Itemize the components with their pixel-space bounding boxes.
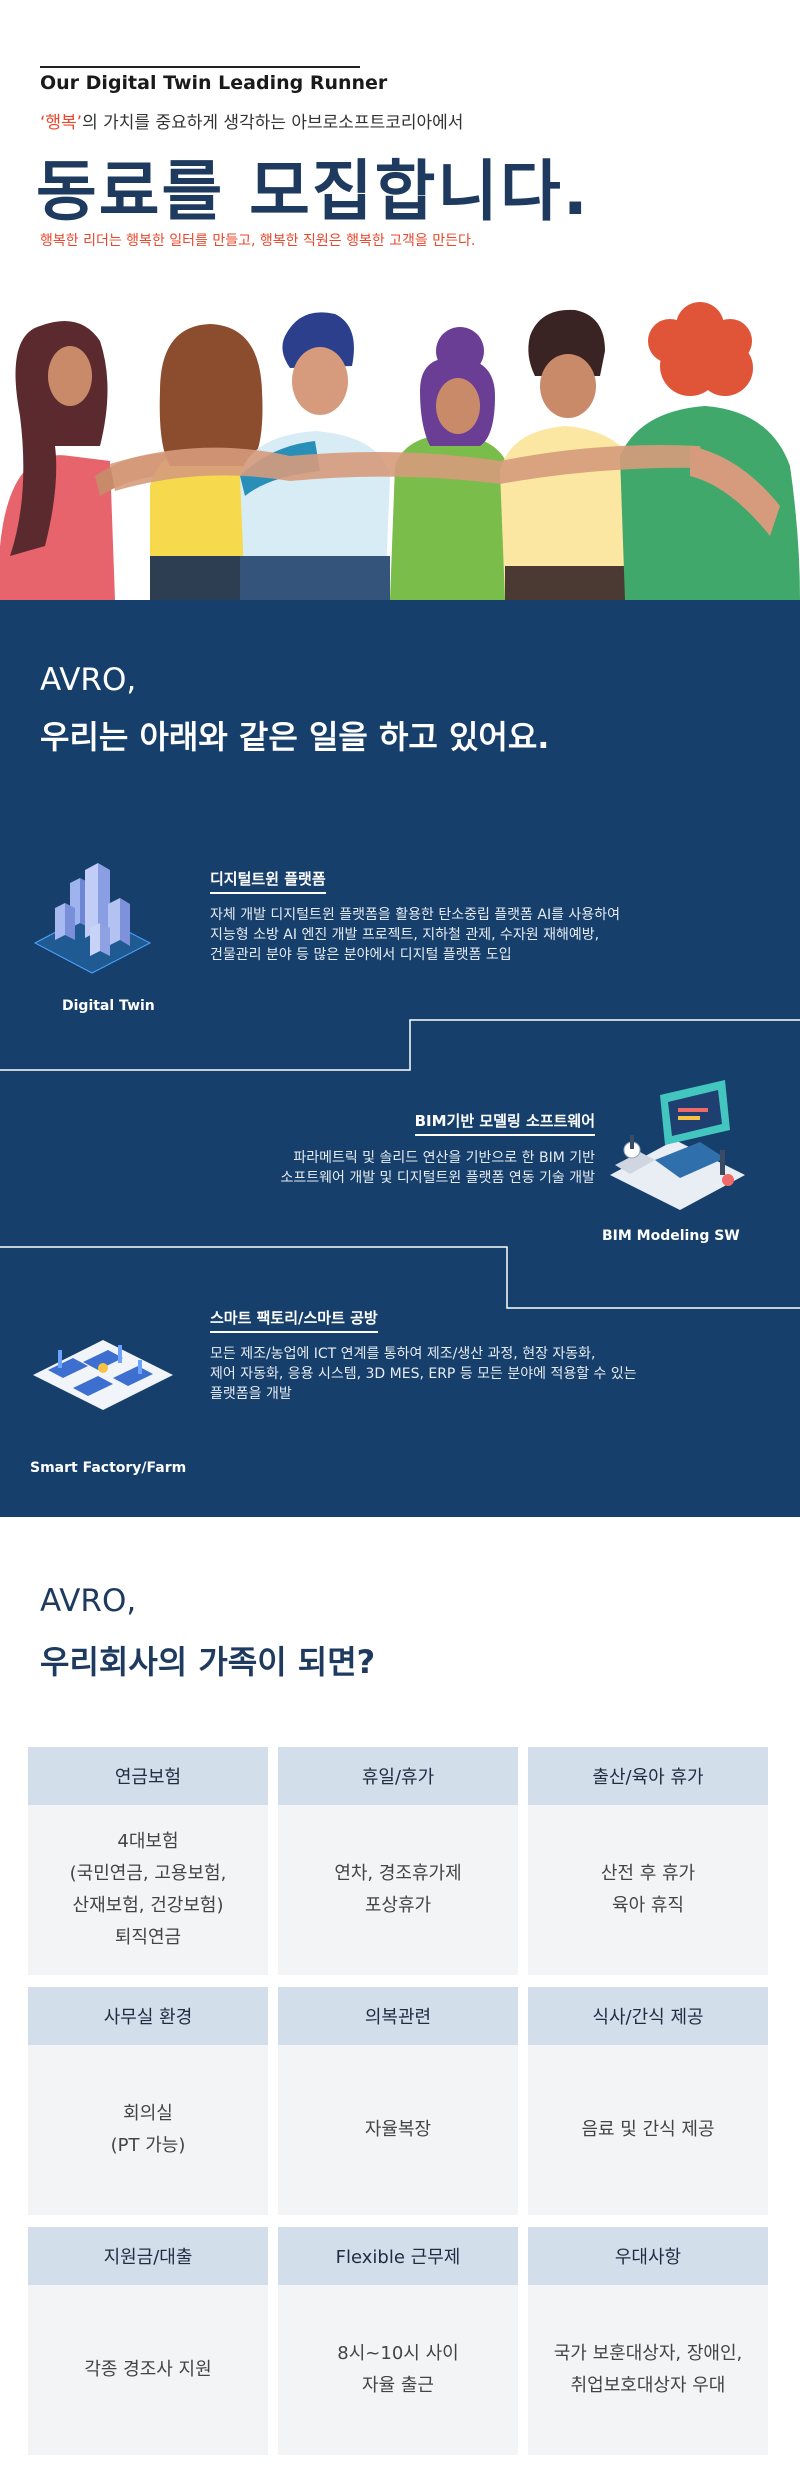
digital-twin-label: Digital Twin (62, 998, 155, 1014)
benefit-card-body: 8시~10시 사이 자율 출근 (278, 2285, 518, 2455)
benefit-card-body: 회의실 (PT 가능) (28, 2045, 268, 2215)
smart-factory-icon (33, 1340, 173, 1410)
isometric-city-icon (33, 863, 152, 974)
page-title: 동료를 모집합니다. (36, 153, 590, 230)
benefit-card-body: 4대보험 (국민연금, 고용보험, 산재보험, 건강보험) 퇴직연금 (28, 1805, 268, 1975)
benefit-card-preference: 우대사항 국가 보훈대상자, 장애인, 취업보호대상자 우대 (528, 2227, 768, 2455)
smart-factory-description: 모든 제조/농업에 ICT 연계를 통하여 제조/생산 과정, 현장 자동화, … (210, 1346, 637, 1402)
benefit-card-flexible-work: Flexible 근무제 8시~10시 사이 자율 출근 (278, 2227, 518, 2455)
eyebrow-divider (40, 66, 360, 68)
benefit-card-support: 지원금/대출 각종 경조사 지원 (28, 2227, 268, 2455)
benefit-card-title: 사무실 환경 (28, 1987, 268, 2045)
benefit-card-dress-code: 의복관련 자율복장 (278, 1987, 518, 2215)
benefit-card-title: 식사/간식 제공 (528, 1987, 768, 2045)
benefits-section: AVRO, 우리회사의 가족이 되면? 연금보험 4대보험 (국민연금, 고용보… (0, 1517, 800, 2467)
benefits-title: 우리회사의 가족이 되면? (40, 1643, 376, 1681)
benefit-card-pension: 연금보험 4대보험 (국민연금, 고용보험, 산재보험, 건강보험) 퇴직연금 (28, 1747, 268, 1975)
benefit-card-body: 각종 경조사 지원 (28, 2285, 268, 2455)
work-section: AVRO, 우리는 아래와 같은 일을 하고 있어요. Digital Twin… (0, 600, 800, 1517)
tagline-accent: ‘행복’ (40, 113, 83, 133)
benefit-card-title: 출산/육아 휴가 (528, 1747, 768, 1805)
bim-description: 파라메트릭 및 솔리드 연산을 기반으로 한 BIM 기반 소프트웨어 개발 및… (280, 1150, 595, 1186)
bim-heading: BIM기반 모델링 소프트웨어 (414, 1110, 595, 1136)
benefit-card-holiday: 휴일/휴가 연차, 경조휴가제 포상휴가 (278, 1747, 518, 1975)
modeling-workstation-icon (610, 1080, 745, 1210)
colleagues-illustration (0, 302, 800, 600)
benefit-card-title: 우대사항 (528, 2227, 768, 2285)
hero-motto: 행복한 리더는 행복한 일터를 만들고, 행복한 직원은 행복한 고객을 만든다… (40, 233, 476, 249)
digital-twin-description: 자체 개발 디지털트윈 플랫폼을 활용한 탄소중립 플랫폼 AI를 사용하여 지… (210, 907, 620, 963)
digital-twin-heading: 디지털트윈 플랫폼 (210, 868, 326, 894)
benefit-card-title: Flexible 근무제 (278, 2227, 518, 2285)
benefit-card-meals: 식사/간식 제공 음료 및 간식 제공 (528, 1987, 768, 2215)
smart-factory-label: Smart Factory/Farm (30, 1460, 187, 1476)
tagline-rest: 의 가치를 중요하게 생각하는 아브로소프트코리아에서 (82, 113, 464, 133)
benefit-card-title: 연금보험 (28, 1747, 268, 1805)
work-brand: AVRO, (40, 662, 137, 698)
divider-lines (0, 1019, 800, 1309)
benefit-card-body: 연차, 경조휴가제 포상휴가 (278, 1805, 518, 1975)
benefit-card-body: 음료 및 간식 제공 (528, 2045, 768, 2215)
bim-label: BIM Modeling SW (602, 1228, 740, 1244)
benefit-card-title: 휴일/휴가 (278, 1747, 518, 1805)
hero-eyebrow: Our Digital Twin Leading Runner (40, 72, 388, 94)
smart-factory-heading: 스마트 팩토리/스마트 공방 (210, 1307, 378, 1333)
linked-arms (110, 445, 705, 491)
benefit-card-title: 의복관련 (278, 1987, 518, 2045)
benefit-card-office: 사무실 환경 회의실 (PT 가능) (28, 1987, 268, 2215)
benefit-card-body: 산전 후 휴가 육아 휴직 (528, 1805, 768, 1975)
benefit-card-body: 자율복장 (278, 2045, 518, 2215)
benefit-card-body: 국가 보훈대상자, 장애인, 취업보호대상자 우대 (528, 2285, 768, 2455)
benefits-brand: AVRO, (40, 1583, 137, 1619)
benefit-card-title: 지원금/대출 (28, 2227, 268, 2285)
hero-section: Our Digital Twin Leading Runner ‘행복’의 가치… (0, 0, 800, 600)
hero-tagline: ‘행복’의 가치를 중요하게 생각하는 아브로소프트코리아에서 (40, 108, 463, 133)
benefits-grid: 연금보험 4대보험 (국민연금, 고용보험, 산재보험, 건강보험) 퇴직연금 … (28, 1747, 768, 2455)
work-title: 우리는 아래와 같은 일을 하고 있어요. (40, 718, 550, 756)
benefit-card-parental-leave: 출산/육아 휴가 산전 후 휴가 육아 휴직 (528, 1747, 768, 1975)
